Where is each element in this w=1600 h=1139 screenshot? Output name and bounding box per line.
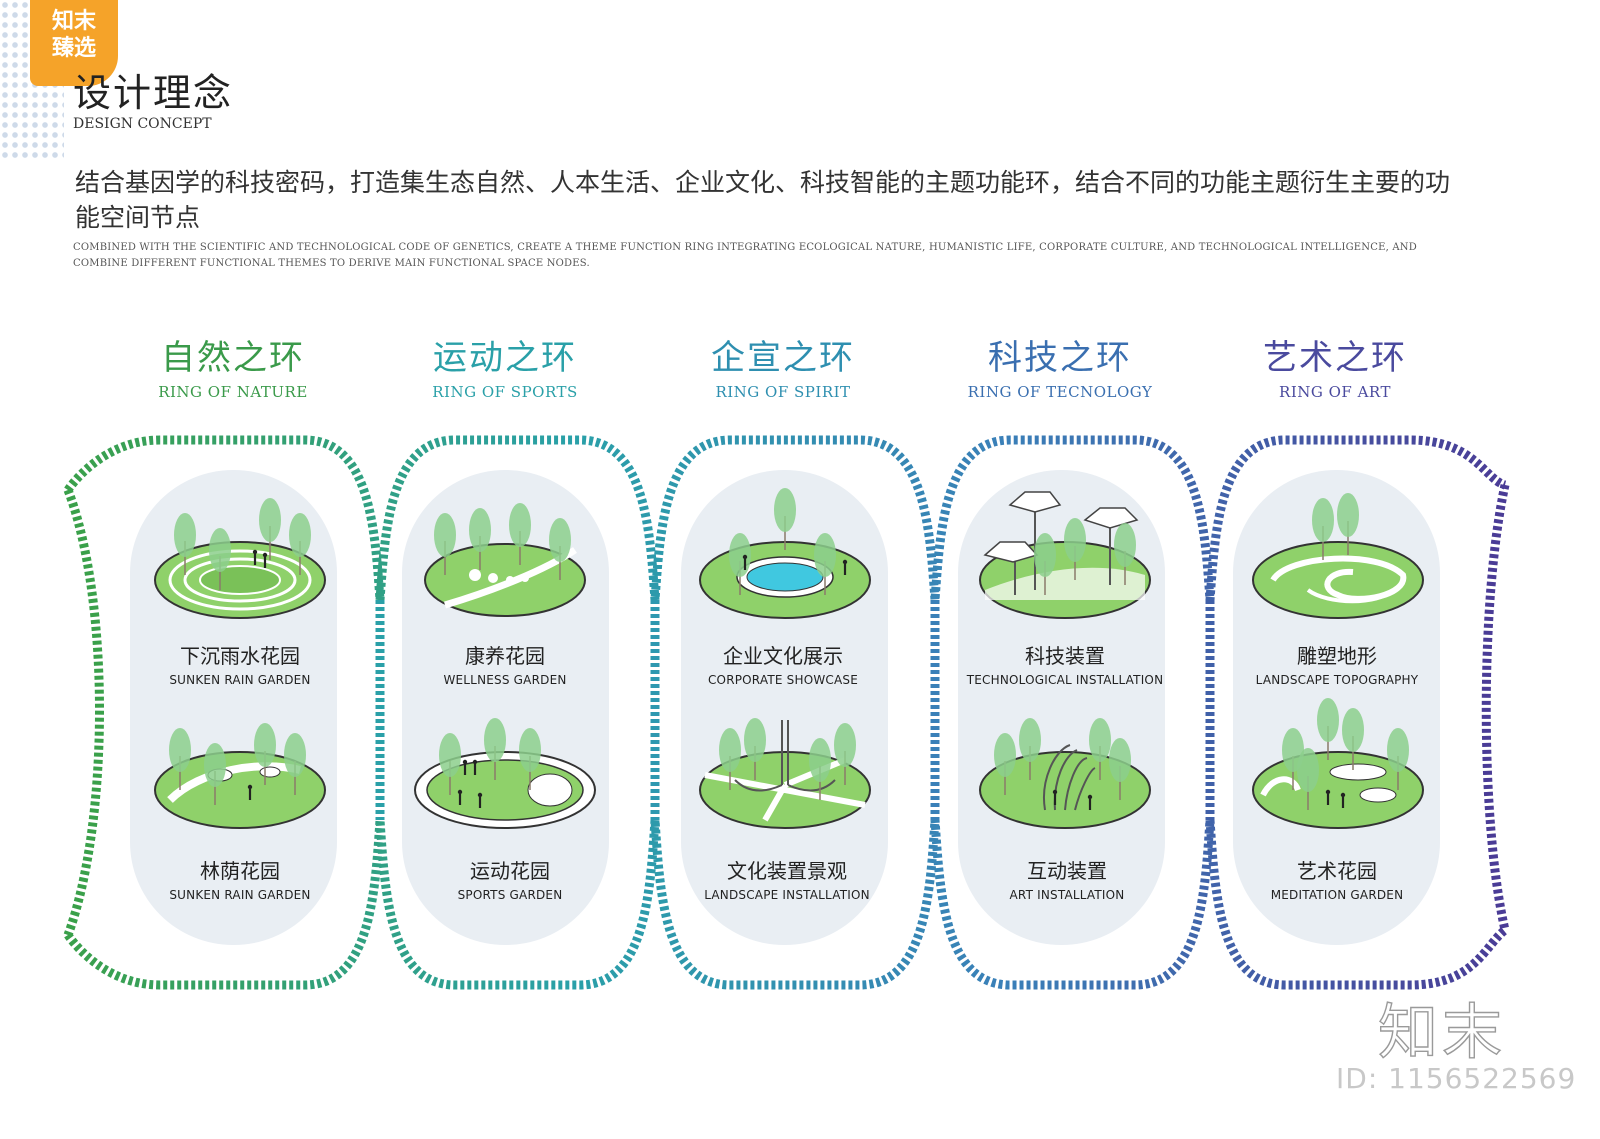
node-title-en: TECHNOLOGICAL INSTALLATION <box>966 673 1164 687</box>
badge-line-2: 臻选 <box>51 36 96 61</box>
node-title-cn: 文化装置景观 <box>727 859 847 883</box>
node-title-cn: 康养花园 <box>465 644 545 668</box>
node-title-en: SUNKEN RAIN GARDEN <box>169 673 311 687</box>
node-title-cn: 互动装置 <box>1027 859 1107 883</box>
page-title: 设计理念 <box>73 71 234 115</box>
node-title-en: ART INSTALLATION <box>1009 888 1125 902</box>
node-title-cn: 下沉雨水花园 <box>180 644 300 668</box>
landscape-topography-illustration <box>1252 492 1424 619</box>
ring-title-en: RING OF SPIRIT <box>715 383 851 401</box>
wellness-garden-illustration <box>424 502 586 617</box>
sports-garden-illustration <box>414 717 596 829</box>
dashed-wave-bottom <box>64 819 1508 990</box>
dashed-wave-left-edge <box>63 488 104 937</box>
node-label: 雕塑地形 LANDSCAPE TOPOGRAPHY <box>1222 640 1452 687</box>
node-label: 林荫花园 SUNKEN RAIN GARDEN <box>125 855 355 902</box>
image-id-text: ID: 1156522569 <box>1336 1062 1577 1095</box>
node-title-cn: 运动花园 <box>470 859 550 883</box>
ring-title-cn: 运动之环 <box>433 338 577 378</box>
brand-logo-text: 知末 <box>1377 997 1506 1068</box>
node-title-cn: 企业文化展示 <box>723 644 843 668</box>
node-label: 下沉雨水花园 SUNKEN RAIN GARDEN <box>125 640 355 687</box>
dashed-wave-right-edge <box>1481 484 1510 931</box>
ring-heading: 科技之环 RING OF TECNOLOGY <box>945 330 1175 401</box>
sunken-rain-garden-illustration <box>154 497 326 619</box>
meditation-garden-illustration <box>1252 697 1424 829</box>
ring-heading: 运动之环 RING OF SPORTS <box>390 330 620 401</box>
intro-text-en: COMBINED WITH THE SCIENTIFIC AND TECHNOL… <box>73 242 1417 269</box>
landscape-installation-illustration <box>699 717 871 829</box>
curated-badge: 知末 臻选 <box>30 0 118 86</box>
node-title-cn: 雕塑地形 <box>1297 644 1377 668</box>
node-label: 科技装置 TECHNOLOGICAL INSTALLATION <box>950 640 1180 687</box>
intro-text-cn: 结合基因学的科技密码，打造集生态自然、人本生活、企业文化、科技智能的主题功能环，… <box>75 168 1451 232</box>
node-title-cn: 科技装置 <box>1025 644 1105 668</box>
ring-title-cn: 艺术之环 <box>1263 338 1407 378</box>
node-title-en: MEDITATION GARDEN <box>1270 888 1404 902</box>
ring-title-en: RING OF SPORTS <box>432 383 578 401</box>
node-label: 艺术花园 MEDITATION GARDEN <box>1222 855 1452 902</box>
ring-title-en: RING OF NATURE <box>158 383 308 401</box>
node-title-cn: 艺术花园 <box>1297 859 1377 883</box>
node-label: 企业文化展示 CORPORATE SHOWCASE <box>668 640 898 687</box>
node-label: 康养花园 WELLNESS GARDEN <box>390 640 620 687</box>
node-label: 文化装置景观 LANDSCAPE INSTALLATION <box>672 855 902 902</box>
page-subtitle: DESIGN CONCEPT <box>73 116 212 132</box>
ring-title-cn: 企宣之环 <box>711 338 855 378</box>
ring-title-en: RING OF ART <box>1279 383 1391 401</box>
node-title-en: CORPORATE SHOWCASE <box>707 673 859 687</box>
node-label: 运动花园 SPORTS GARDEN <box>395 855 625 902</box>
technological-installation-illustration <box>979 491 1151 619</box>
badge-line-1: 知末 <box>51 9 96 34</box>
node-title-cn: 林荫花园 <box>200 859 280 883</box>
ring-title-cn: 自然之环 <box>161 338 305 378</box>
corporate-showcase-illustration <box>699 487 871 619</box>
node-title-en: LANDSCAPE TOPOGRAPHY <box>1255 673 1419 687</box>
ring-title-cn: 科技之环 <box>988 338 1132 378</box>
node-title-en: SPORTS GARDEN <box>457 888 563 902</box>
node-title-en: WELLNESS GARDEN <box>443 673 567 687</box>
node-title-en: SUNKEN RAIN GARDEN <box>169 888 311 902</box>
ring-heading: 自然之环 RING OF NATURE <box>118 330 348 401</box>
ring-heading: 艺术之环 RING OF ART <box>1220 330 1450 401</box>
dashed-wave-top <box>64 435 1507 601</box>
shaded-garden-illustration <box>154 722 326 829</box>
ring-heading: 企宣之环 RING OF SPIRIT <box>668 330 898 401</box>
art-installation-illustration <box>979 717 1151 829</box>
node-label: 互动装置 ART INSTALLATION <box>952 855 1182 902</box>
node-title-en: LANDSCAPE INSTALLATION <box>704 888 870 902</box>
ring-title-en: RING OF TECNOLOGY <box>967 383 1153 401</box>
